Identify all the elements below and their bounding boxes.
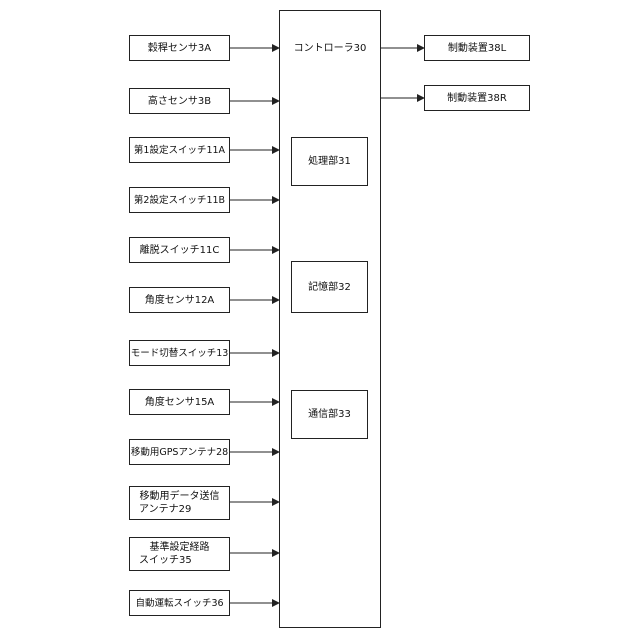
input-box-3a: 穀稈センサ3A: [129, 35, 230, 61]
processing-unit-label: 処理部31: [291, 155, 368, 168]
input-label-line-1: 基準設定経路: [130, 541, 229, 554]
input-label: 離脱スイッチ11C: [130, 244, 229, 257]
input-label: 自動運転スイッチ36: [130, 597, 229, 610]
input-box-11c: 離脱スイッチ11C: [129, 237, 230, 263]
output-label: 制動装置38L: [425, 42, 529, 55]
input-label: モード切替スイッチ13: [130, 347, 229, 360]
input-box-11a: 第1設定スイッチ11A: [129, 137, 230, 163]
input-box-29: 移動用データ送信 アンテナ29: [129, 486, 230, 520]
output-box-38l: 制動装置38L: [424, 35, 530, 61]
input-box-12a: 角度センサ12A: [129, 287, 230, 313]
communication-unit-label: 通信部33: [291, 408, 368, 421]
memory-unit-label: 記憶部32: [291, 281, 368, 294]
input-box-28: 移動用GPSアンテナ28: [129, 439, 230, 465]
input-box-11b: 第2設定スイッチ11B: [129, 187, 230, 213]
input-label: 角度センサ15A: [130, 396, 229, 409]
output-label: 制動装置38R: [425, 92, 529, 105]
controller-label: コントローラ30: [283, 42, 377, 55]
input-label-line-2: アンテナ29: [139, 503, 191, 516]
input-box-36: 自動運転スイッチ36: [129, 590, 230, 616]
input-label-line-1: 移動用データ送信: [130, 490, 229, 503]
input-label: 移動用GPSアンテナ28: [130, 446, 229, 459]
input-box-35: 基準設定経路 スイッチ35: [129, 537, 230, 571]
input-label: 高さセンサ3B: [130, 95, 229, 108]
input-box-15a: 角度センサ15A: [129, 389, 230, 415]
input-label: 第1設定スイッチ11A: [130, 144, 229, 157]
input-label: 穀稈センサ3A: [130, 42, 229, 55]
input-label-line-2: スイッチ35: [139, 554, 192, 567]
controller-box: [279, 10, 381, 628]
input-label: 第2設定スイッチ11B: [130, 194, 229, 207]
input-box-3b: 高さセンサ3B: [129, 88, 230, 114]
input-label: 角度センサ12A: [130, 294, 229, 307]
output-box-38r: 制動装置38R: [424, 85, 530, 111]
input-box-13: モード切替スイッチ13: [129, 340, 230, 366]
